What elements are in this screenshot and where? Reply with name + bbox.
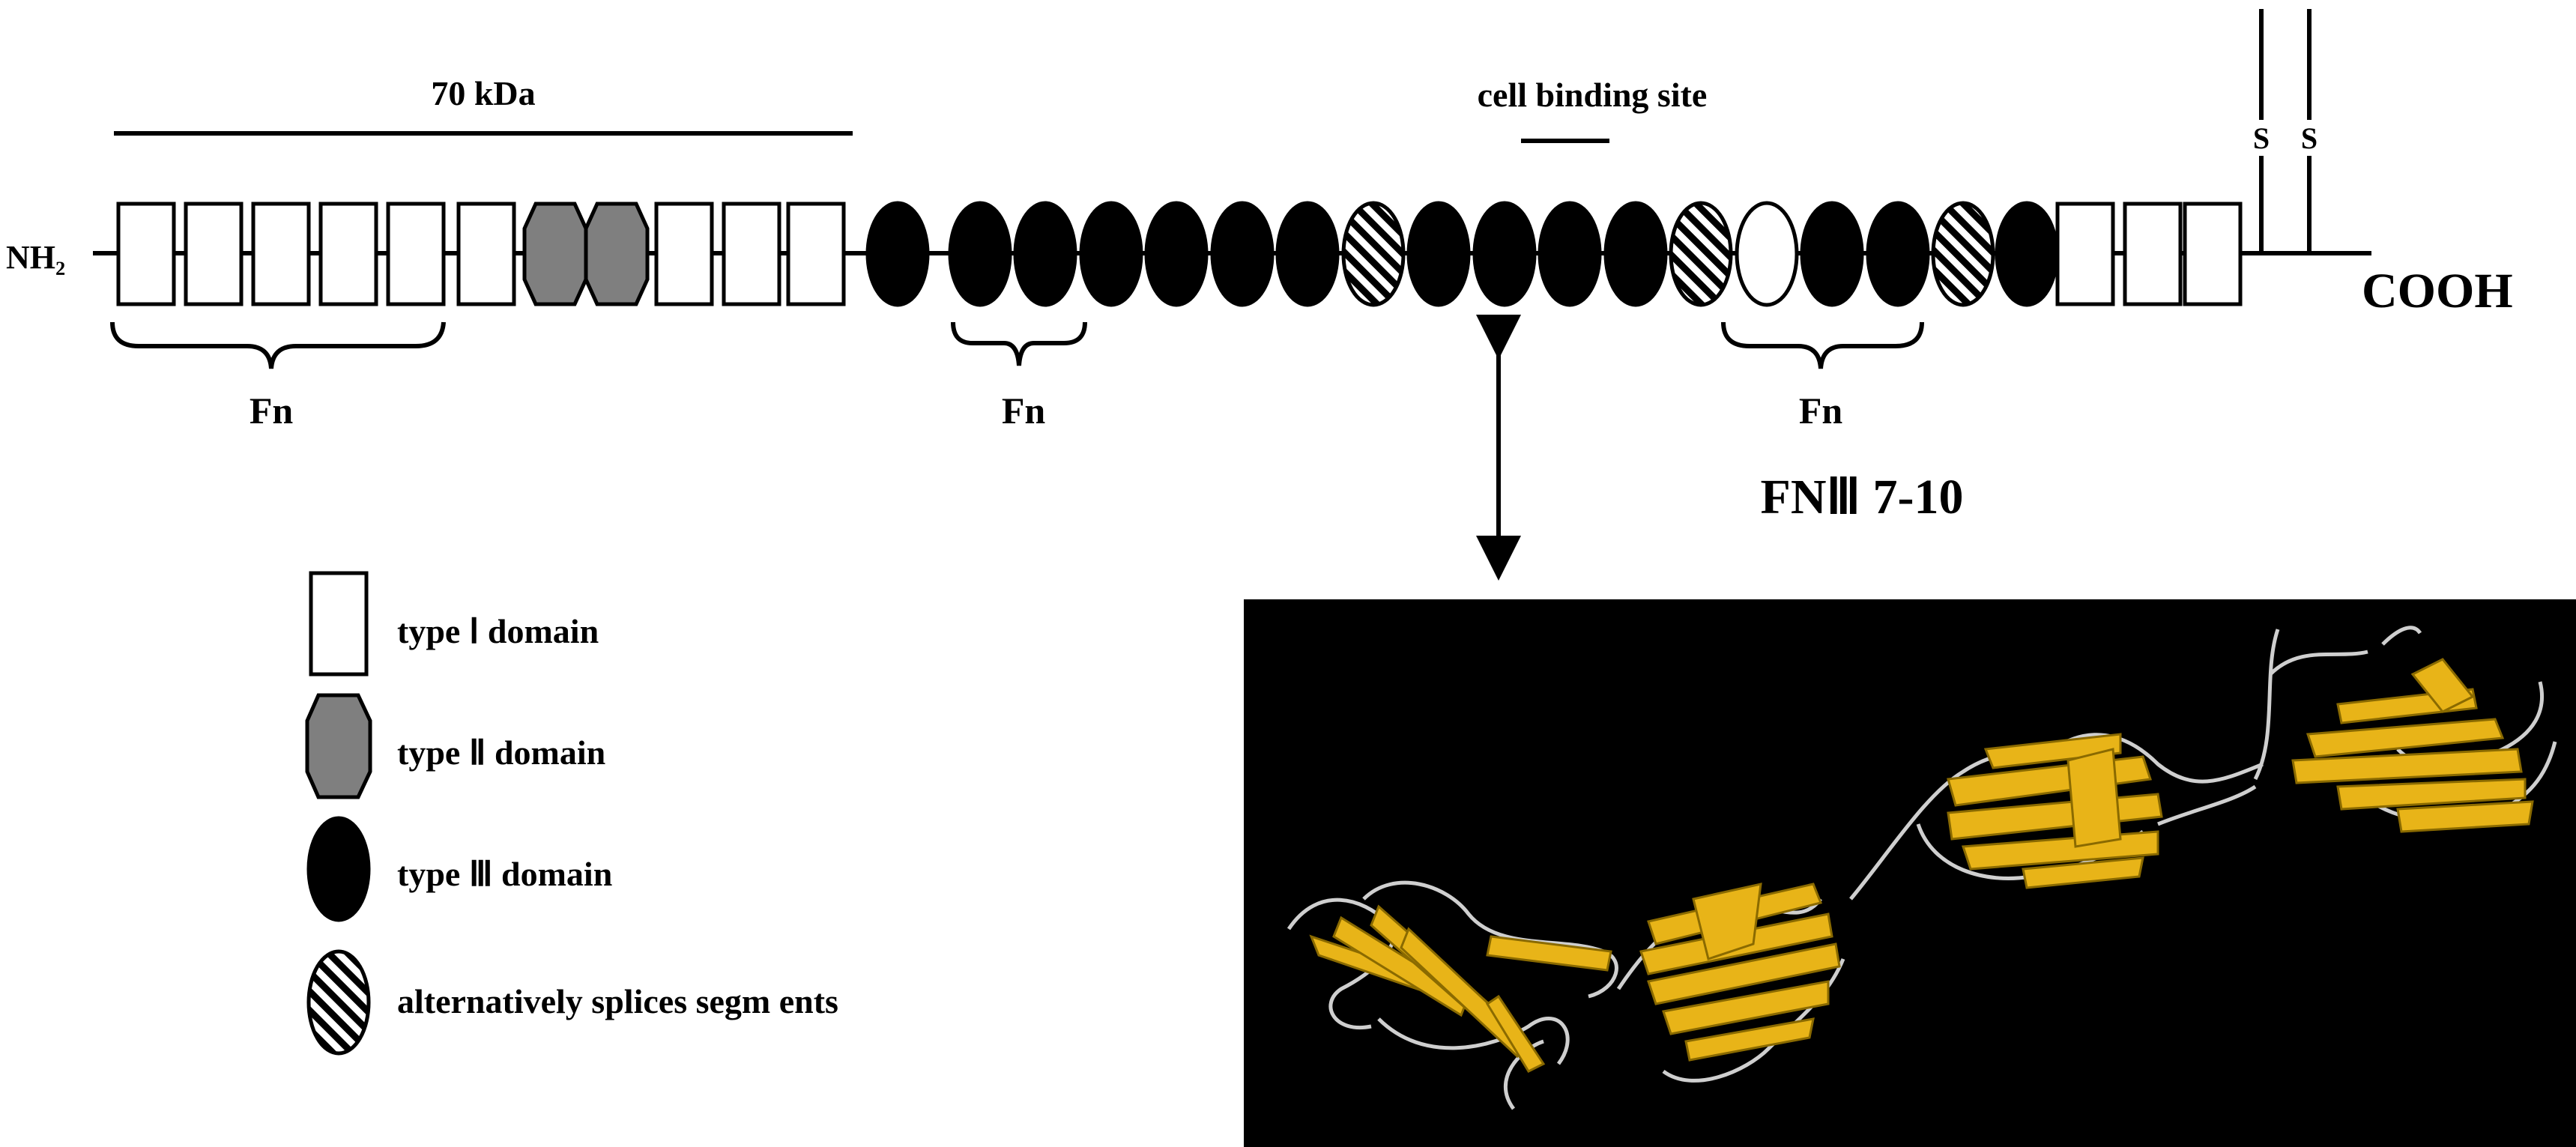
fn-iii-domain-8 [1639, 883, 1841, 1062]
fn-label-left: Fn [250, 390, 294, 432]
type-iii-domain [1013, 201, 1077, 307]
cooh-label: COOH [2362, 264, 2513, 318]
type-i-modules-c-terminal [2055, 202, 2243, 306]
type-iii-domain [1144, 201, 1209, 307]
type-i-domain [386, 202, 446, 306]
fn-label-middle: Fn [1002, 390, 1046, 432]
type-iii-domain [1275, 201, 1340, 307]
disulfide-bonds: S S [2251, 9, 2320, 253]
cell-binding-site-label: cell binding site [1478, 76, 1708, 114]
type-iii-domain [1800, 201, 1864, 307]
type-i-domain [318, 202, 378, 306]
brace-middle [951, 321, 1087, 366]
type-i-domain [2183, 202, 2243, 306]
type-iii-domain [1406, 201, 1471, 307]
brace-right [1721, 321, 1924, 369]
legend: type Ⅰ domain type Ⅱ domain type Ⅲ domai… [305, 571, 838, 1056]
type-iii-domain [1866, 201, 1930, 307]
type-i-domain [456, 202, 516, 306]
fn-iii-7-10-structure-image [1244, 599, 2576, 1147]
type-i-domain [654, 202, 714, 306]
structure-background [1244, 599, 2576, 1147]
legend-type-ii-icon [305, 693, 372, 799]
type-iii-domain [865, 201, 930, 307]
fn-label-right: Fn [1799, 390, 1843, 432]
legend-type-iii-icon [306, 816, 371, 922]
type-iii-domain [948, 201, 1012, 307]
type-ii-domain [522, 202, 588, 306]
type-i-domain [722, 202, 781, 306]
legend-type-i-label: type Ⅰ domain [397, 612, 599, 650]
type-iii-domain [1079, 201, 1143, 307]
type-iii-domain-unshaded [1735, 201, 1799, 307]
legend-alt-spliced-label: alternatively splices segm ents [397, 982, 838, 1020]
legend-type-ii-label: type Ⅱ domain [397, 733, 605, 772]
type-iii-modules [865, 201, 2059, 307]
type-ii-modules [522, 202, 650, 306]
fn-iii-domain-10 [2291, 658, 2534, 833]
type-i-domain [786, 202, 846, 306]
type-iii-domain [1538, 201, 1602, 307]
type-i-domain [184, 202, 244, 306]
fn-iii-domain-7 [1309, 904, 1612, 1073]
alternatively-spliced-segment [1341, 201, 1406, 307]
type-i-domain [2055, 202, 2115, 306]
brace-left [110, 321, 446, 369]
legend-type-i-icon [309, 571, 369, 677]
type-iii-domain [1995, 201, 2059, 307]
fn-iii-domain-9 [1947, 733, 2163, 889]
legend-alt-spliced-icon [306, 949, 371, 1056]
type-i-domain [251, 202, 311, 306]
type-iii-domain [1603, 201, 1668, 307]
70kda-label: 70 kDa [431, 74, 535, 112]
nh2-label: NH₂ [6, 239, 65, 276]
fn-iii-7-10-label: FNⅢ 7-10 [1761, 470, 1964, 524]
type-i-domain [2123, 202, 2183, 306]
disulfide-s-label: S [2301, 121, 2318, 155]
fn-braces: Fn Fn Fn [110, 321, 1924, 432]
disulfide-s-label: S [2253, 121, 2270, 155]
type-i-modules-n-terminal [116, 202, 516, 306]
type-i-modules-middle [654, 202, 846, 306]
type-iii-domain [1472, 201, 1537, 307]
alternatively-spliced-segment [1669, 201, 1733, 307]
type-i-domain [116, 202, 176, 306]
type-ii-domain [584, 202, 650, 306]
legend-type-iii-label: type Ⅲ domain [397, 855, 612, 893]
alternatively-spliced-segment [1931, 201, 1995, 307]
type-iii-domain [1210, 201, 1275, 307]
